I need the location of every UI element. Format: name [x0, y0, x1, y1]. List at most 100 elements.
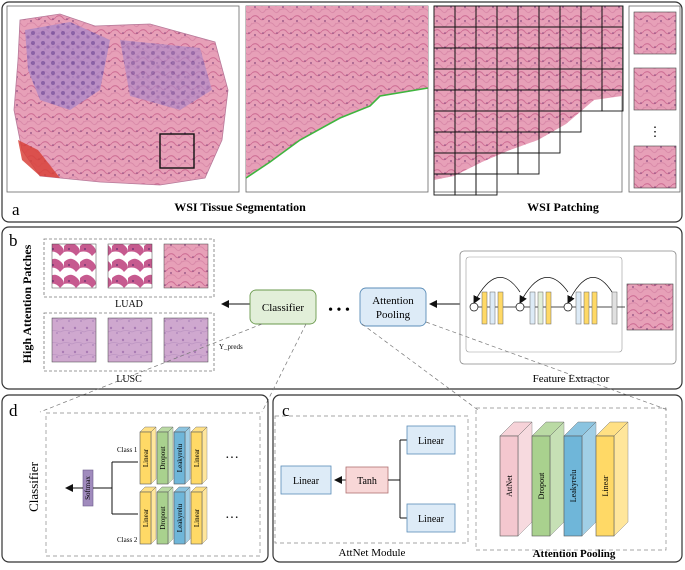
layer-label: Linear [601, 475, 610, 496]
classifier-detail-frame [45, 412, 261, 557]
zoom-selection-box [159, 133, 195, 169]
panel-c-frame [272, 394, 683, 563]
skip-connection [473, 277, 521, 304]
panel-c-letter: c [282, 401, 290, 420]
panel-d: d Classifier Softmax Class 1 Class 2 Lin… [1, 394, 269, 563]
patch-grid [433, 5, 624, 196]
attnet-linear-bottom-label: Linear [418, 514, 445, 525]
layer-label: Dropout [159, 446, 167, 469]
high-attention-title: High Attention Patches [20, 244, 34, 363]
patch-cell [517, 152, 540, 175]
input-patch [626, 283, 674, 331]
layer-label: Leakyrelu [569, 470, 578, 502]
class2-ellipsis: ··· [225, 511, 239, 526]
attnet-linear-top-label: Linear [418, 436, 445, 447]
resnet-layer [489, 291, 496, 325]
skip-connection [519, 277, 569, 304]
tumor-region-left [25, 22, 110, 110]
segmented-tissue [246, 6, 428, 178]
classifier-branches [93, 461, 138, 515]
luad-group [43, 238, 215, 298]
class1-stack: Linear Dropout Leakyrelu Linear [139, 426, 208, 485]
segmentation-caption: WSI Tissue Segmentation [174, 200, 306, 214]
layer-block: AttNet [499, 421, 533, 537]
layer-block: Dropout [156, 426, 174, 485]
layer-label: Leakyrelu [176, 503, 184, 532]
panel-a-letter: a [12, 200, 20, 219]
patch-sample-2 [633, 67, 677, 111]
attnet-linear-out-label: Linear [293, 476, 320, 487]
panel-a: a ⋮ WSI Tissue Segmentation WSI Patching [1, 1, 683, 223]
zoom-line-c-left [361, 323, 479, 411]
attnet-module-label: AttNet Module [339, 547, 406, 559]
patch-ellipsis: ⋮ [649, 124, 662, 139]
attnet-linear-bottom [406, 503, 456, 533]
zoom-line-d-right [261, 323, 307, 413]
residual-sum-node [563, 302, 573, 312]
resnet-layer [545, 291, 552, 325]
y-preds-label: Y_preds [219, 343, 243, 351]
layer-label: Dropout [537, 472, 546, 499]
class2-stack: Linear Dropout Leakyrelu Linear [139, 486, 208, 545]
panel-b-letter: b [9, 231, 18, 250]
class2-label: Class 2 [117, 536, 138, 544]
attention-pooling-caption: Attention Pooling [533, 548, 616, 560]
segmentation-contour [245, 87, 429, 179]
resnet-layer [611, 291, 618, 325]
layer-label: Dropout [159, 506, 167, 529]
attnet-branches [388, 439, 407, 519]
panel-b: b High Attention Patches LUAD LUSC Y_pre… [1, 226, 683, 390]
pipeline-dots: • • • [328, 303, 350, 318]
patch-cell [475, 173, 498, 196]
luad-patch-3 [163, 243, 209, 289]
layer-label: AttNet [505, 474, 514, 497]
luad-label: LUAD [115, 299, 143, 310]
layer-block: Leakyrelu [173, 426, 191, 485]
patched-tissue [434, 6, 622, 180]
patch-cell [559, 110, 582, 133]
layer-block: Leakyrelu [563, 421, 597, 537]
layer-label: Leakyrelu [176, 443, 184, 472]
attnet-module-frame [274, 415, 469, 544]
layer-label: Linear [193, 508, 201, 527]
classifier-label: Classifier [262, 302, 304, 314]
patch-sample-3 [633, 145, 677, 189]
luad-patch-1 [51, 243, 97, 289]
layer-label: Linear [142, 508, 150, 527]
lusc-label: LUSC [116, 374, 142, 385]
patch-sample-1 [633, 11, 677, 55]
resnet-layer [529, 291, 536, 325]
attention-pooling-line1: Attention [372, 295, 414, 307]
attention-pooling-frame [475, 407, 667, 551]
resnet-layer [583, 291, 590, 325]
tumor-region-right [120, 40, 212, 110]
zoom-line-c-right [425, 321, 669, 411]
layer-label: Linear [193, 448, 201, 467]
layer-block: Linear [139, 486, 157, 545]
patching-caption: WSI Patching [527, 200, 599, 214]
layer-label: Linear [142, 448, 150, 467]
tanh-label: Tanh [357, 476, 377, 487]
resnet-layer [497, 291, 504, 325]
classifier-side-title: Classifier [26, 461, 41, 511]
layer-block: Linear [190, 486, 208, 545]
resnet-layer [481, 291, 488, 325]
class1-ellipsis: ··· [225, 451, 239, 466]
lusc-patch-3 [163, 317, 209, 363]
panel-b-frame [1, 226, 683, 390]
resnet-layer [575, 291, 582, 325]
panel-a-frame [1, 1, 683, 223]
luad-patch-2 [107, 243, 153, 289]
attnet-linear-out [280, 465, 332, 495]
class1-label: Class 1 [117, 446, 138, 454]
layer-block: Linear [595, 421, 629, 537]
zoom-line-d-left [39, 323, 263, 413]
ink-margin [18, 140, 60, 178]
tanh-block [345, 466, 389, 494]
layer-block: Dropout [156, 486, 174, 545]
layer-block: Linear [190, 426, 208, 485]
attention-pooling-line2: Pooling [376, 309, 411, 321]
softmax-label: Softmax [84, 476, 92, 500]
